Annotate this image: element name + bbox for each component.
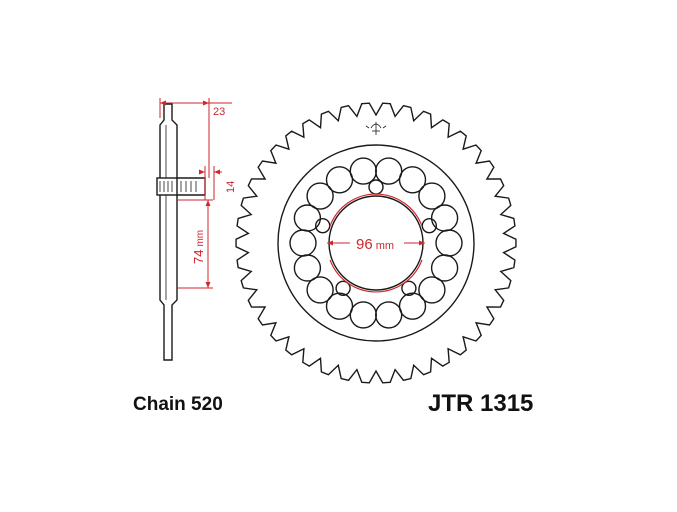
lightening-holes (289, 157, 463, 329)
pitch-circle (277, 144, 475, 342)
center-bore-value: 74 (191, 250, 206, 264)
lightening-hole (349, 301, 377, 329)
lightening-hole (398, 166, 427, 194)
lightening-hole (306, 182, 334, 210)
bolt-hole (401, 280, 417, 296)
lightening-hole (293, 254, 322, 282)
lightening-hole (418, 276, 446, 304)
lightening-hole (418, 182, 446, 210)
side-view-dimensions (159, 98, 232, 289)
chain-size-label: Chain 520 (133, 394, 223, 415)
tooth-reference-mark (365, 122, 387, 135)
lightening-hole (325, 292, 354, 320)
lightening-hole (325, 166, 354, 194)
lightening-hole (375, 301, 403, 329)
hub-width-dimension-label: 14 (225, 181, 237, 193)
center-bore-dimension-label: 74 mm (191, 230, 206, 264)
front-view-dimensions (327, 193, 425, 293)
lightening-hole (289, 229, 317, 257)
lightening-hole (398, 292, 427, 320)
bolt-hole (335, 280, 351, 296)
lightening-hole (349, 157, 377, 185)
center-bore-unit: mm (195, 230, 206, 247)
lightening-hole (306, 276, 334, 304)
lightening-hole (430, 254, 459, 282)
lightening-hole (293, 204, 322, 232)
sprocket-front-view (235, 102, 517, 384)
side-profile-outline (159, 103, 206, 361)
lightening-hole (435, 229, 463, 257)
bolt-circle-arc (329, 193, 423, 293)
offset-dimension-label: 23 (213, 106, 225, 118)
sprocket-teeth-outline (235, 102, 517, 384)
bolt-hole (368, 179, 384, 195)
bolt-circle-value: 96 (356, 236, 373, 253)
sprocket-side-view (156, 103, 206, 361)
part-number-label: JTR 1315 (428, 390, 534, 417)
bolt-circle-unit: mm (376, 240, 394, 252)
